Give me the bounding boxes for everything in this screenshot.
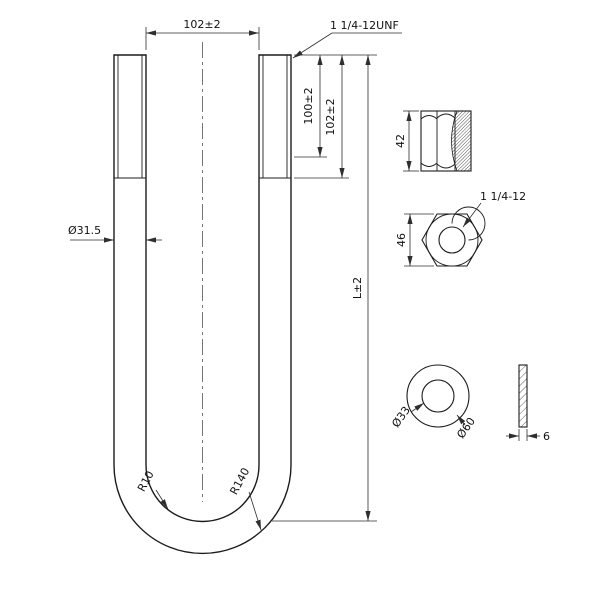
nut-thread-arc [451, 206, 486, 241]
washer-side-outline [518, 364, 528, 428]
nut-chamfer-arc [436, 163, 456, 169]
leader-line [292, 32, 333, 59]
washer-thickness-label: 6 [543, 430, 550, 443]
leader-line [462, 202, 482, 228]
leader-line [410, 402, 425, 413]
nut-top-view: 46 1 1/4-12 [395, 190, 526, 267]
dim-thread-length-a-label: 100±2 [302, 87, 315, 124]
leader-line [456, 414, 466, 426]
u-bolt-inner-contour [145, 54, 260, 523]
washer-side-view: 6 [506, 364, 550, 443]
dim-outer-radius-label: R140 [227, 466, 252, 497]
nut-inscribed-circle [425, 213, 479, 267]
nut-chamfer-arc [436, 113, 456, 119]
nut-thread-spec-label: 1 1/4-12 [480, 190, 526, 203]
nut-hexagon [421, 213, 483, 267]
nut-bore-circle [438, 226, 466, 254]
leader-line [248, 491, 262, 531]
washer-outer-circle [406, 364, 470, 428]
dim-rod-diameter-label: Ø31.5 [68, 224, 101, 237]
dim-top-width-label: 102±2 [183, 18, 220, 31]
nut-across-flats-label: 46 [395, 233, 408, 247]
washer-outer-dia-label: Ø60 [454, 415, 478, 441]
u-bolt-view [113, 42, 292, 555]
nut-chamfer-arc [420, 115, 438, 120]
dim-thread-length-b-label: 102±2 [324, 98, 337, 135]
nut-side-outline [420, 110, 472, 172]
dim-overall-length-label: L±2 [351, 277, 364, 299]
nut-side-view: 42 [394, 110, 472, 172]
nut-section-hatch [451, 110, 472, 172]
dim-inner-radius-label: R10 [135, 469, 157, 494]
nut-chamfer-arc [420, 162, 438, 167]
washer-top-view: Ø33 Ø60 [389, 364, 478, 441]
nut-height-label: 42 [394, 134, 407, 148]
leader-line [155, 489, 169, 510]
u-bolt-outer-contour [113, 54, 292, 555]
thread-spec-label: 1 1/4-12UNF [330, 19, 399, 32]
washer-inner-circle [421, 379, 455, 413]
